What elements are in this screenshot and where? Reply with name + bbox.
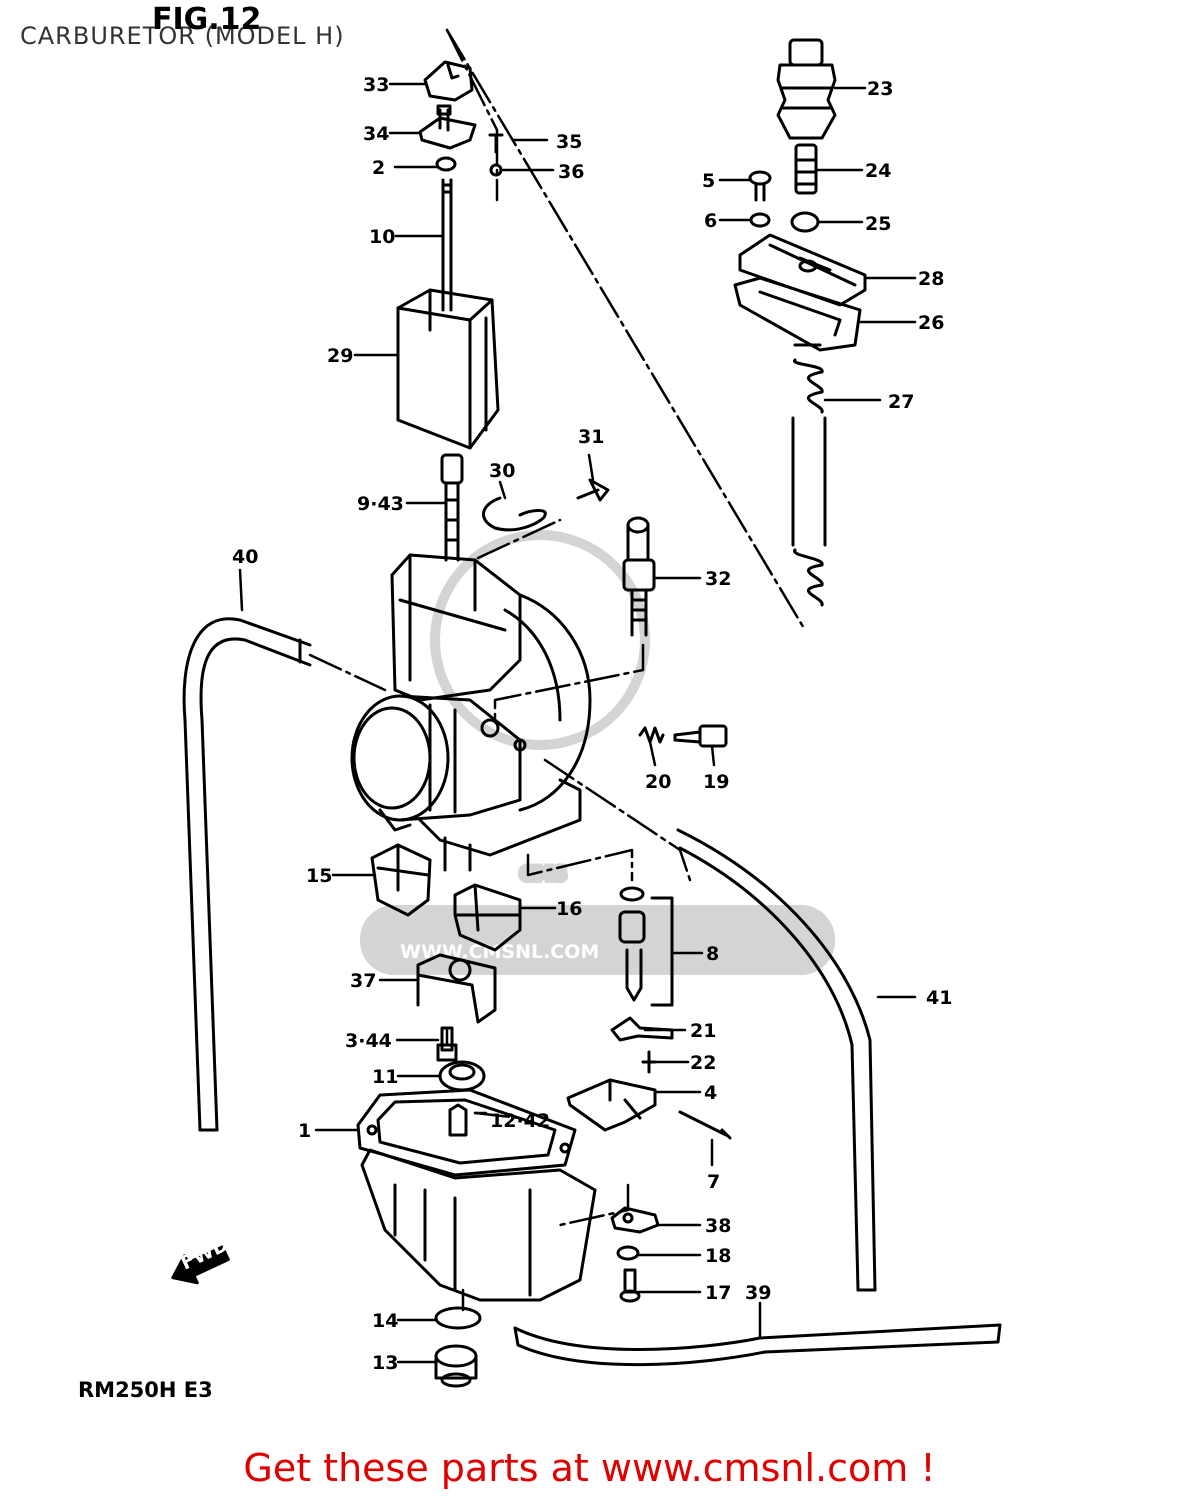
callout-23: 23 xyxy=(867,78,893,100)
callout-3-44: 3·44 xyxy=(345,1030,392,1052)
callout-18: 18 xyxy=(705,1245,731,1267)
clip-30 xyxy=(482,496,547,532)
screw-31 xyxy=(576,478,610,502)
callout-1: 1 xyxy=(298,1120,311,1142)
watermark-cms: CMS xyxy=(520,863,567,885)
callout-29: 29 xyxy=(327,345,353,367)
nut-25 xyxy=(790,211,820,233)
callout-21: 21 xyxy=(690,1020,716,1042)
carburetor-body xyxy=(350,553,592,872)
callout-28: 28 xyxy=(918,268,944,290)
callout-10: 10 xyxy=(369,226,395,248)
diagram-title: CARBURETOR (MODEL H) xyxy=(20,22,345,50)
callout-7: 7 xyxy=(707,1171,720,1193)
callout-33: 33 xyxy=(363,74,389,96)
washer-18 xyxy=(616,1245,640,1261)
nut-36 xyxy=(489,163,503,177)
callout-41: 41 xyxy=(926,987,952,1009)
plate-34 xyxy=(418,104,477,150)
clip-2 xyxy=(435,156,457,172)
callout-40: 40 xyxy=(232,546,258,568)
callout-6: 6 xyxy=(704,210,717,232)
callout-27: 27 xyxy=(888,391,914,413)
spring-20 xyxy=(638,726,665,744)
forward-arrow-icon xyxy=(171,1245,230,1285)
model-code: RM250H E3 xyxy=(78,1378,213,1402)
callout-32: 32 xyxy=(705,568,731,590)
screw-22 xyxy=(641,1050,657,1074)
pin-7 xyxy=(678,1110,732,1140)
shaft-24 xyxy=(794,143,818,195)
valve-32 xyxy=(622,516,656,637)
hose-40 xyxy=(182,617,312,1132)
needle-jet-9-43 xyxy=(440,453,464,562)
callout-16: 16 xyxy=(556,898,582,920)
screw-35 xyxy=(488,133,504,154)
parts-link[interactable]: Get these parts at www.cmsnl.com ! xyxy=(243,1446,936,1490)
callout-8: 8 xyxy=(706,943,719,965)
callout-15: 15 xyxy=(306,865,332,887)
callout-17: 17 xyxy=(705,1282,731,1304)
figure-number: FIG.12 xyxy=(152,2,262,37)
gasket-26 xyxy=(733,276,862,352)
callout-39: 39 xyxy=(745,1282,771,1304)
washer-6 xyxy=(749,212,771,228)
callout-13: 13 xyxy=(372,1352,398,1374)
screw-17 xyxy=(619,1268,641,1303)
float-16 xyxy=(453,883,522,952)
callout-12-42: 12·42 xyxy=(490,1110,550,1132)
callout-11: 11 xyxy=(372,1066,398,1088)
float-chamber xyxy=(360,1103,597,1302)
main-jet-3-44 xyxy=(436,1026,458,1062)
starter-plunger-cap-23 xyxy=(776,38,837,140)
callout-34: 34 xyxy=(363,123,389,145)
callout-35: 35 xyxy=(556,131,582,153)
callout-9-43: 9·43 xyxy=(357,493,404,515)
callout-31: 31 xyxy=(578,426,604,448)
callout-4: 4 xyxy=(704,1082,717,1104)
jet-holder-11 xyxy=(438,1060,486,1092)
needle-valve-8 xyxy=(618,886,674,1007)
callout-19: 19 xyxy=(703,771,729,793)
assembly-guide-lines xyxy=(308,28,807,1312)
float-15 xyxy=(370,843,432,917)
callout-labels: 33 34 35 2 36 10 29 31 30 9·43 40 32 20 … xyxy=(177,74,952,1374)
callout-20: 20 xyxy=(645,771,671,793)
screw-5 xyxy=(748,170,772,202)
throttle-valve-29 xyxy=(396,288,500,450)
leader-lines xyxy=(238,82,917,1364)
hose-41 xyxy=(676,828,877,1292)
callout-26: 26 xyxy=(918,312,944,334)
arm-21 xyxy=(610,1016,674,1042)
callout-2: 2 xyxy=(372,157,385,179)
callout-22: 22 xyxy=(690,1052,716,1074)
hose-39 xyxy=(513,1323,1002,1367)
callout-25: 25 xyxy=(865,213,891,235)
callout-14: 14 xyxy=(372,1310,398,1332)
float-arm-4 xyxy=(566,1078,657,1132)
callout-5: 5 xyxy=(702,170,715,192)
callout-36: 36 xyxy=(558,161,584,183)
o-ring-14 xyxy=(434,1306,482,1330)
callout-24: 24 xyxy=(865,160,891,182)
callout-37: 37 xyxy=(350,970,376,992)
plate-28 xyxy=(738,233,867,307)
pilot-screw-19 xyxy=(673,724,728,748)
spring-27 xyxy=(791,343,827,607)
jet-needle-10 xyxy=(441,178,453,312)
plug-13 xyxy=(434,1344,478,1388)
cap-33 xyxy=(423,60,474,102)
callout-30: 30 xyxy=(489,460,515,482)
callout-38: 38 xyxy=(705,1215,731,1237)
bracket-38 xyxy=(610,1206,660,1234)
